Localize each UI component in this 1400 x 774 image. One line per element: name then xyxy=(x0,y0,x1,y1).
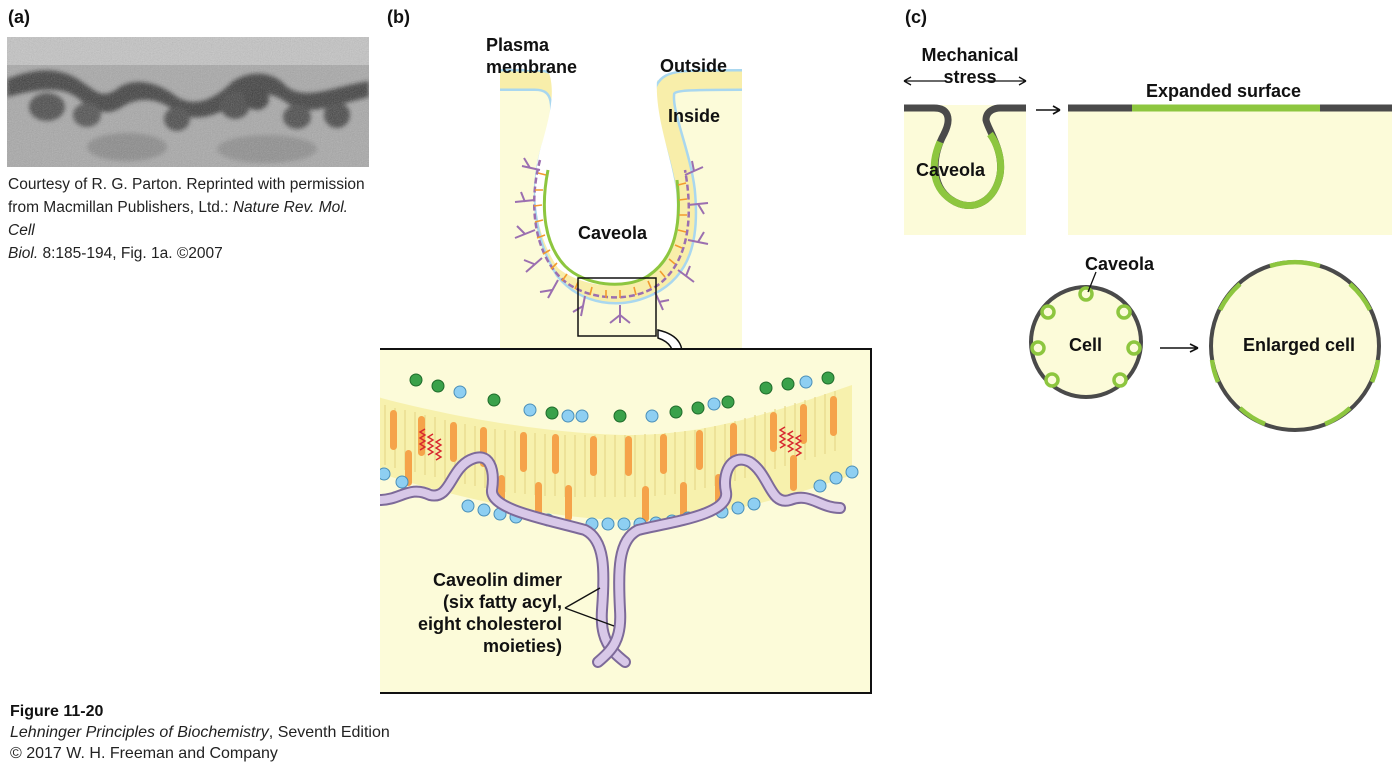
panel-c-diagram xyxy=(903,76,1392,432)
stress-arrow-right xyxy=(984,76,1027,86)
credit-citation: 8:185-194, Fig. 1a. ©2007 xyxy=(42,245,223,262)
dimer-line-3: eight cholesterol xyxy=(417,614,562,634)
micrograph-image xyxy=(7,37,369,167)
label-caveolin-dimer: Caveolin dimer (six fatty acyl, eight ch… xyxy=(412,569,562,657)
enlarged-cell-green-segments xyxy=(1209,260,1381,427)
dimer-line-1: Caveolin dimer xyxy=(432,570,562,590)
label-expanded-surface: Expanded surface xyxy=(1146,81,1302,101)
figure-number: Figure 11-20 xyxy=(10,703,104,720)
label-caveola-c-cell: Caveola xyxy=(1085,254,1155,274)
expanded-cytoplasm xyxy=(1068,105,1392,235)
small-cell-caveolae xyxy=(1030,286,1142,388)
credit-publisher: from Macmillan Publishers, Ltd.: xyxy=(8,199,229,216)
caveola-green-segment xyxy=(930,131,1005,209)
credit-line-2: from Macmillan Publishers, Ltd.: Nature … xyxy=(8,196,378,242)
caveola-lumen xyxy=(525,60,680,286)
caveola-cytoplasm xyxy=(904,105,1026,235)
fatty-acyl-chains xyxy=(418,426,803,461)
caveola-diagram xyxy=(380,60,872,694)
lipid-headgroups-outer xyxy=(409,371,835,423)
lipid-ticks xyxy=(533,172,688,298)
book-title: Lehninger Principles of Biochemistry xyxy=(10,724,269,741)
stress-line-1: Mechanical xyxy=(921,45,1019,65)
credit-line-1: Courtesy of R. G. Parton. Reprinted with… xyxy=(8,176,365,193)
label-enlarged-cell: Enlarged cell xyxy=(1243,335,1356,355)
dimer-line-4: moieties) xyxy=(482,636,562,656)
label-cell: Cell xyxy=(1069,335,1103,355)
label-plasma-membrane: Plasma membrane xyxy=(486,34,577,78)
panel-label-b: (b) xyxy=(387,7,410,27)
stress-arrow-left xyxy=(903,76,946,86)
copyright: © 2017 W. H. Freeman and Company xyxy=(10,745,278,762)
label-inside: Inside xyxy=(668,106,721,126)
book-edition: , Seventh Edition xyxy=(268,724,390,741)
caveolin-dimer xyxy=(380,451,846,668)
panel-label-c: (c) xyxy=(905,7,927,27)
caveola-leader xyxy=(1087,271,1097,293)
credit-journal-end: Biol. xyxy=(8,245,39,262)
stress-line-2: stress xyxy=(943,67,997,87)
book-title-line: Lehninger Principles of Biochemistry, Se… xyxy=(10,724,390,742)
credit-line-3: Biol. 8:185-194, Fig. 1a. ©2007 xyxy=(8,242,378,265)
transition-arrow-top xyxy=(1036,105,1061,115)
credit-journal: Nature Rev. Mol. Cell xyxy=(8,199,348,239)
label-caveola-c-top: Caveola xyxy=(916,160,986,180)
label-membrane: membrane xyxy=(486,57,578,77)
image-credit: Courtesy of R. G. Parton. Reprinted with… xyxy=(8,173,378,265)
zoom-region-box xyxy=(577,277,657,337)
label-plasma: Plasma xyxy=(486,35,550,55)
figure-caption: Figure 11-20 Lehninger Principles of Bio… xyxy=(10,703,390,763)
electron-micrograph xyxy=(7,37,369,167)
label-mechanical-stress: Mechanical stress xyxy=(912,44,1028,88)
label-outside: Outside xyxy=(660,56,728,76)
caveolin-layer xyxy=(542,169,680,286)
transition-arrow-bottom xyxy=(1160,343,1199,353)
label-caveola-b: Caveola xyxy=(578,223,648,243)
panel-label-a: (a) xyxy=(8,7,30,27)
cholesterol-molecules xyxy=(390,396,837,522)
dimer-leader-lines xyxy=(564,587,615,627)
caveolin-branches xyxy=(514,157,709,324)
dimer-line-2: (six fatty acyl, xyxy=(442,592,562,612)
